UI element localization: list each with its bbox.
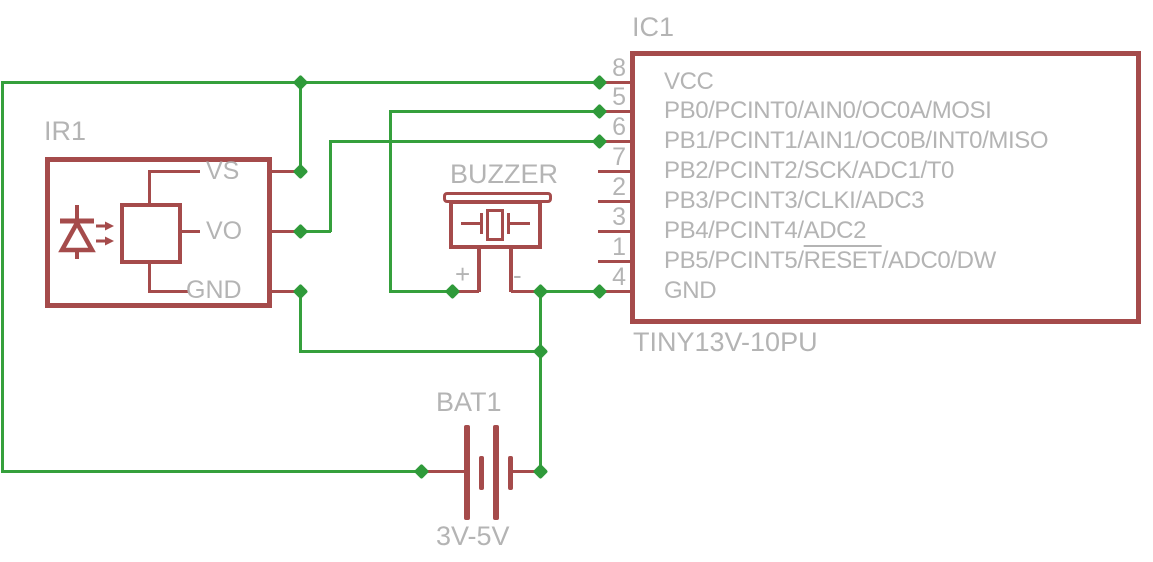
net-wire-vcc-vs-drop <box>299 82 302 174</box>
ir-lead-vs-v <box>148 172 151 204</box>
ir-lead-gnd-v <box>148 262 151 292</box>
net-wire-gnd-v-battery <box>539 292 542 472</box>
ic-pin-number: 2 <box>612 173 626 201</box>
buzzer-piezo-left-bar <box>480 213 483 234</box>
battery-plate-long-2 <box>493 425 499 520</box>
ir-pin-stub-gnd <box>270 290 302 293</box>
buzzer-minus-label: - <box>513 260 522 290</box>
net-wire-gnd-h <box>299 350 542 353</box>
ic-pin-number: 7 <box>612 143 626 171</box>
ic-pin-stub-5 <box>598 110 632 113</box>
ic-pin-stub-3 <box>598 230 632 233</box>
battery-ref-label: BAT1 <box>436 387 502 417</box>
net-wire-pb0-h <box>390 110 602 113</box>
junction-dot <box>532 283 549 300</box>
buzzer-leg-minus-v <box>509 246 513 292</box>
net-wire-vcc-bottom <box>1 470 422 473</box>
ic-pin-name: PB4/PCINT4/ADC2 <box>664 217 867 244</box>
junction-dot <box>532 463 549 480</box>
junction-dot <box>532 343 549 360</box>
ir-pin-stub-vs <box>270 170 302 173</box>
ic-ref-label: IC1 <box>632 12 675 42</box>
buzzer-piezo-right-lead <box>509 222 530 225</box>
battery-stub-left <box>422 470 465 473</box>
ic-pin-stub-2 <box>598 200 632 203</box>
ir-pin-label-gnd: GND <box>186 276 242 304</box>
battery-plate-short-1 <box>479 456 484 490</box>
ic-pin-stub-6 <box>598 140 632 143</box>
buzzer-leg-minus-h <box>511 290 541 293</box>
ic-pin-name: PB5/PCINT5/RESET/ADC0/DW <box>664 247 996 274</box>
ir-pin-label-vs: VS <box>206 157 240 185</box>
ic-pin-stub-8 <box>598 81 632 84</box>
net-wire-pb1-h <box>330 140 602 143</box>
buzzer-piezo-right-bar <box>507 213 510 234</box>
buzzer-piezo-left-lead <box>461 222 481 225</box>
buzzer-plus-label: + <box>455 259 471 289</box>
battery-stub-right <box>512 470 542 473</box>
buzzer-ref-label: BUZZER <box>450 159 558 189</box>
junction-dot <box>292 74 309 91</box>
ic-pin-number: 8 <box>612 54 626 82</box>
net-wire-pb1-to-vo <box>301 230 331 233</box>
ic-pin-name: PB1/PCINT1/AIN1/OC0B/INT0/MISO <box>664 127 1049 154</box>
buzzer-piezo-rect <box>486 209 504 241</box>
ic-pin-number: 3 <box>612 203 626 231</box>
net-wire-pb0-to-plus <box>389 290 455 293</box>
ir-lead-vs-h <box>148 170 200 173</box>
junction-dot <box>292 283 309 300</box>
junction-dot <box>292 163 309 180</box>
buzzer-leg-plus-h <box>453 290 479 293</box>
junction-dot <box>292 223 309 240</box>
ic-pin-number: 1 <box>612 233 626 261</box>
photodiode-icon <box>58 205 114 259</box>
ic-pin-name: VCC <box>664 68 714 95</box>
net-wire-gnd-ir-drop <box>299 292 302 352</box>
ic-pin-name: GND <box>664 277 717 304</box>
ir-pin-label-vo: VO <box>206 217 243 245</box>
battery-plate-long-1 <box>464 425 470 520</box>
ic-pin-stub-4 <box>598 290 632 293</box>
ic-pin-name: PB2/PCINT2/SCK/ADC1/T0 <box>664 157 954 184</box>
net-wire-gnd-to-pin4 <box>541 290 602 293</box>
ir-pin-stub-vo <box>270 230 302 233</box>
ic-pin-number: 6 <box>612 113 626 141</box>
ic-pin-name: PB3/PCINT3/CLKI/ADC3 <box>664 187 925 214</box>
ic-pin-stub-1 <box>598 260 632 263</box>
ir-amp-square <box>120 203 182 264</box>
buzzer-leg-plus-v <box>477 246 481 292</box>
ir-lead-gnd-h <box>148 290 188 293</box>
net-wire-pb0-v <box>389 110 392 292</box>
ic-pin-number: 4 <box>612 263 626 291</box>
net-wire-pb1-v <box>329 140 332 232</box>
ic-body <box>630 51 1141 324</box>
ic-value-label: TINY13V-10PU <box>633 327 818 357</box>
net-wire-vcc-left <box>1 81 4 473</box>
ir-ref-label: IR1 <box>44 116 87 146</box>
ic-pin-number: 5 <box>612 83 626 111</box>
ic-pin-name: PB0/PCINT0/AIN0/OC0A/MOSI <box>664 97 992 124</box>
battery-value-label: 3V-5V <box>436 521 510 551</box>
junction-dot <box>413 463 430 480</box>
ir-lead-vo-h <box>181 230 200 233</box>
ic-pin-stub-7 <box>598 170 632 173</box>
battery-plate-short-2 <box>508 456 513 490</box>
